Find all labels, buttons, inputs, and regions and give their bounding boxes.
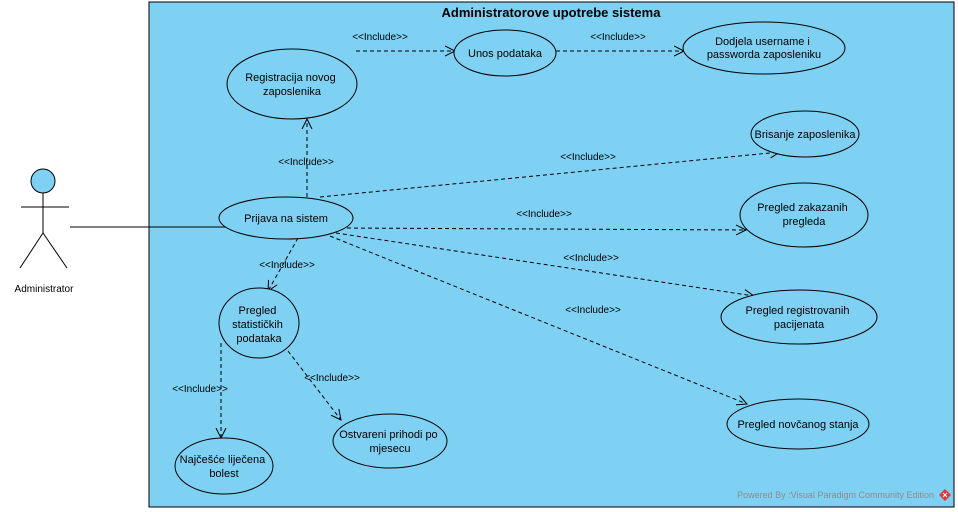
use-case-label-line: Brisanje zaposlenika: [755, 129, 857, 141]
use-case-shape: [720, 289, 878, 345]
system-title: Administratorove upotrebe sistema: [442, 5, 662, 20]
use-case-label-line: mjesecu: [370, 443, 411, 455]
include-label: <<Include>>: [563, 253, 619, 264]
use-case-label: Pregled novčanog stanja: [737, 419, 859, 431]
actor-left-leg: [19, 232, 44, 269]
use-case-label-line: Dodjela username i: [715, 36, 810, 48]
use-case-shape: [332, 413, 448, 469]
actor-head: [30, 168, 56, 194]
use-case-novcano-stanje[interactable]: Pregled novčanog stanja: [726, 398, 870, 450]
use-case-label: Pregled registrovanih pacijenata: [745, 305, 852, 331]
include-label: <<Include>>: [259, 260, 315, 271]
include-line: [339, 228, 746, 230]
use-case-label-line: Unos podataka: [468, 48, 543, 60]
use-case-label: Pregled statističkih podataka: [232, 305, 286, 345]
use-case-shape: [726, 398, 870, 450]
use-case-label: Najčešće liječena bolest: [180, 454, 269, 480]
use-case-label-line: passworda zaposleniku: [707, 49, 821, 61]
visual-paradigm-logo-icon: [939, 489, 951, 501]
actor-right-leg: [42, 232, 68, 269]
include-label: <<Include>>: [565, 305, 621, 316]
include-label: <<Include>>: [516, 209, 572, 220]
use-case-label-line: pacijenata: [774, 319, 825, 331]
include-labels: <<Include>> <<Include>> <<Include>> <<In…: [172, 32, 646, 395]
use-case-label-line: pregleda: [783, 216, 827, 228]
include-line: [287, 350, 341, 420]
use-case-label: Ostvareni prihodi po mjesecu: [339, 429, 441, 455]
use-case-shape: [453, 29, 557, 77]
use-case-prijava[interactable]: Prijava na sistem: [218, 196, 354, 240]
use-case-label: Prijava na sistem: [244, 213, 328, 225]
use-case-label-line: zaposlenika: [263, 86, 322, 98]
use-case-prihodi[interactable]: Ostvareni prihodi po mjesecu: [332, 413, 448, 469]
use-case-label-line: Pregled registrovanih: [745, 305, 849, 317]
use-case-shape: [218, 287, 300, 359]
use-case-brisanje[interactable]: Brisanje zaposlenika: [750, 110, 860, 158]
include-label: <<Include>>: [172, 384, 228, 395]
include-label: <<Include>>: [278, 157, 334, 168]
include-line: [319, 152, 780, 198]
use-case-shape: [750, 110, 860, 158]
use-case-label-line: Ostvareni prihodi po: [339, 429, 437, 441]
include-line: [268, 237, 299, 291]
use-case-registrovani-pacijenti[interactable]: Pregled registrovanih pacijenata: [720, 289, 878, 345]
use-case-label: Pregled zakazanih pregleda: [757, 202, 851, 228]
use-case-label: Unos podataka: [468, 48, 543, 60]
include-label: <<Include>>: [590, 32, 646, 43]
include-relations: [221, 51, 780, 438]
use-case-registracija[interactable]: Registracija novog zaposlenika: [226, 48, 358, 120]
use-case-statistika[interactable]: Pregled statističkih podataka: [218, 287, 300, 359]
use-case-label-line: Pregled zakazanih: [757, 202, 848, 214]
use-case-shape: [174, 437, 274, 495]
use-case-shape: [739, 182, 869, 248]
use-case-label-line: Pregled: [239, 305, 277, 317]
use-case-zakazani-pregledi[interactable]: Pregled zakazanih pregleda: [739, 182, 869, 248]
use-case-label: Dodjela username i passworda zaposleniku: [707, 36, 821, 61]
use-case-label-line: podataka: [236, 333, 282, 345]
use-case-label-line: bolest: [209, 468, 238, 480]
actor-administrator[interactable]: Administrator: [15, 168, 75, 295]
footer-text: Powered By :Visual Paradigm Community Ed…: [737, 490, 934, 500]
use-case-label-line: Najčešće liječena: [180, 454, 266, 466]
actor-label: Administrator: [15, 284, 75, 295]
include-label: <<Include>>: [560, 152, 616, 163]
use-case-shape: [218, 196, 354, 240]
use-case-label-line: Pregled novčanog stanja: [737, 419, 859, 431]
use-case-shape: [226, 48, 358, 120]
include-line: [329, 235, 747, 404]
include-label: <<Include>>: [304, 373, 360, 384]
use-case-unos-podataka[interactable]: Unos podataka: [453, 29, 557, 77]
use-case-shape: [682, 21, 846, 75]
use-case-dodjela[interactable]: Dodjela username i passworda zaposleniku: [682, 21, 846, 75]
use-case-label-line: statističkih: [232, 319, 283, 331]
use-case-label: Registracija novog zaposlenika: [245, 72, 339, 98]
use-case-label: Brisanje zaposlenika: [755, 129, 857, 141]
use-case-bolest[interactable]: Najčešće liječena bolest: [174, 437, 274, 495]
include-line: [335, 232, 754, 296]
include-label: <<Include>>: [352, 32, 408, 43]
use-case-label-line: Prijava na sistem: [244, 213, 328, 225]
use-case-label-line: Registracija novog: [245, 72, 336, 84]
